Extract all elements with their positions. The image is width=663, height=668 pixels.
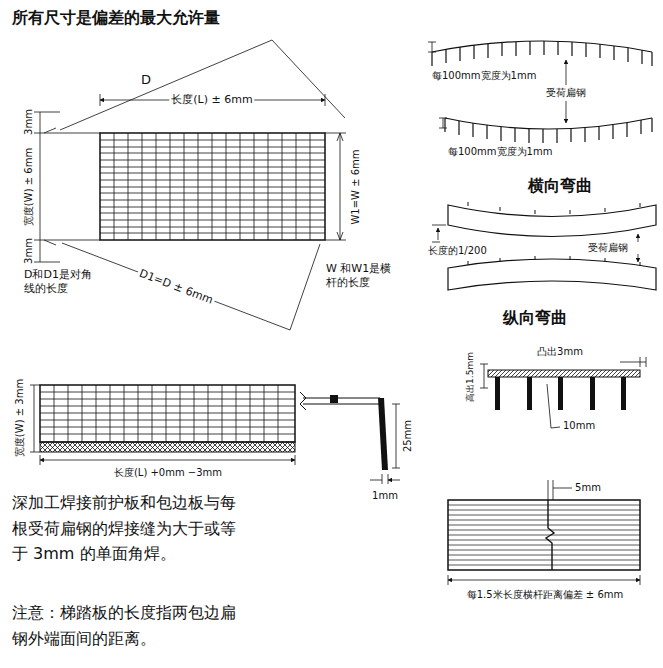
edge-plate-section-part xyxy=(330,395,338,403)
part-label: 受荷扁钢 xyxy=(546,87,586,100)
dimension-lines-part xyxy=(62,243,320,330)
edge-plate-grating-part xyxy=(40,385,295,442)
edge-plate-grating-part xyxy=(40,442,295,452)
longitudinal-bow-figure-part xyxy=(468,202,640,214)
length-note: 注意：梯踏板的长度指两包边扁钢外端面间的距离。 xyxy=(12,600,244,651)
protrusion-detail-part xyxy=(547,384,560,428)
crossbar-offset-grating-part xyxy=(553,488,572,489)
dimension-label: 10mm xyxy=(563,420,595,433)
dimension-lines-part xyxy=(325,133,346,240)
edge-plate-grating-part xyxy=(54,385,278,442)
transverse-bow-figure-part xyxy=(439,118,447,128)
longitudinal-bow-figure-part xyxy=(468,256,640,266)
protrusion-detail-part xyxy=(621,377,626,410)
crossbar-offset-grating-part xyxy=(546,500,554,570)
crossbar-offset-grating-part xyxy=(548,480,553,500)
dimension-label: D1=D ± 6mm xyxy=(135,266,216,308)
transverse-bow-figure-part xyxy=(428,42,436,52)
edge-plate-section-part xyxy=(303,398,380,404)
transverse-bow-figure-part xyxy=(566,60,567,85)
crossbar-offset-grating-part xyxy=(448,500,640,570)
edge-plate-section-part xyxy=(370,480,400,481)
dimension-label: 5mm xyxy=(575,482,601,495)
longitudinal-bow-figure-part xyxy=(638,254,639,262)
dimension-label: W1=W ± 6mm xyxy=(350,149,363,224)
figure-title: 所有尺寸是偏差的最大允许量 xyxy=(12,8,220,28)
transverse-bow-figure-part xyxy=(566,101,567,123)
tolerance-label: 每100mm宽度为1mm xyxy=(448,146,552,159)
dimension-lines-part xyxy=(44,128,56,245)
protrusion-detail-part xyxy=(620,357,646,367)
section-heading: 纵向弯曲 xyxy=(503,308,567,328)
dimension-label: 每1.5米长度横杆距离偏差 ± 6mm xyxy=(467,589,623,602)
note-label: W 和W1是横杆的长度 xyxy=(326,262,394,290)
dimension-label: 1mm xyxy=(372,490,398,503)
edge-plate-grating-part xyxy=(40,392,295,434)
transverse-bow-figure xyxy=(428,41,652,143)
edge-plate-section-part xyxy=(382,474,388,484)
crossbar-offset-grating xyxy=(448,480,640,585)
protrusion-detail-part xyxy=(527,377,532,410)
edge-plate-grating-part xyxy=(30,385,40,452)
protrusion-detail-part xyxy=(590,377,595,410)
part-label: 受荷扁钢 xyxy=(588,242,628,255)
longitudinal-bow-figure-part xyxy=(638,234,639,242)
longitudinal-bow-figure-part xyxy=(432,225,446,242)
tolerance-label: 每100mm宽度为1mm xyxy=(432,70,536,83)
dimension-lines-part xyxy=(60,40,345,130)
edge-plate-grating-part xyxy=(40,460,295,461)
dimension-label: 长度(L) ± 6mm xyxy=(169,93,254,107)
dimension-label: 宽度(W) ± 3mm xyxy=(14,379,27,457)
grating-plan-part xyxy=(100,140,325,233)
dimension-label: 长度(L) +0mm −3mm xyxy=(114,467,222,480)
longitudinal-bow-figure-part xyxy=(448,205,656,237)
edge-plate-section xyxy=(300,392,400,484)
protrusion-detail-part xyxy=(558,377,563,410)
transverse-bow-figure-part xyxy=(445,118,652,129)
note-label: D和D1是对角线的长度 xyxy=(24,268,92,296)
protrusion-detail-part xyxy=(488,370,640,377)
dimension-label: 3mm xyxy=(23,109,36,135)
crossbar-offset-grating-part xyxy=(448,575,640,585)
longitudinal-bow-figure-part xyxy=(438,228,439,240)
protrusion-detail-part xyxy=(480,364,488,388)
protrusion-detail-part xyxy=(495,377,500,410)
grating-plan-part xyxy=(114,133,310,240)
section-heading: 横向弯曲 xyxy=(528,176,592,196)
dimension-lines-part xyxy=(34,112,100,262)
welding-note: 深加工焊接前护板和包边板与每根受荷扁钢的焊接缝为大于或等于 3mm 的单面角焊。 xyxy=(12,490,244,567)
transverse-bow-figure-part xyxy=(432,41,652,66)
dimension-lines xyxy=(34,40,346,330)
dimension-lines-part xyxy=(40,112,41,262)
edge-plate-grating-part xyxy=(40,455,295,465)
grating-plan-part xyxy=(100,133,325,240)
tolerance-label: 长度的1/200 xyxy=(428,245,487,258)
diagonal-label: D xyxy=(141,72,151,88)
grating-plan xyxy=(100,133,325,240)
edge-plate-grating xyxy=(30,385,295,465)
edge-plate-section-part xyxy=(392,404,400,468)
transverse-bow-figure-part xyxy=(445,118,652,143)
crossbar-offset-grating-part xyxy=(448,580,640,581)
dimension-label: 宽度(W) ± 6mm xyxy=(23,148,36,226)
edge-plate-section-part xyxy=(300,392,306,410)
dimension-label: 凸出3mm xyxy=(537,346,583,359)
crossbar-offset-grating-part xyxy=(448,505,640,565)
dimension-lines-part xyxy=(337,133,343,240)
dimension-label: 高出1.5mm xyxy=(465,352,476,402)
transverse-bow-figure-part xyxy=(432,41,652,52)
edge-plate-section-part xyxy=(378,398,388,470)
dimension-label: 25mm xyxy=(402,420,415,452)
protrusion-detail xyxy=(480,357,646,428)
dimension-lines-part xyxy=(100,94,325,106)
dimension-label: 3mm xyxy=(23,238,36,264)
longitudinal-bow-figure-part xyxy=(448,259,656,290)
